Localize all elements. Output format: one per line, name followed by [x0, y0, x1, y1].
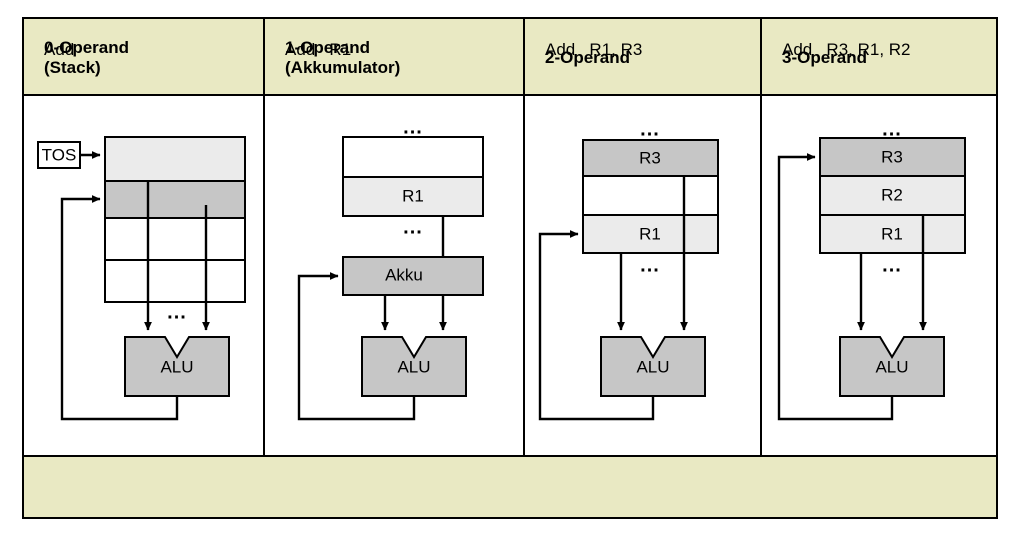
header-title-3: 3-Operand [782, 47, 868, 67]
header-title-0: 0-Operand [44, 37, 130, 57]
header-title-1: 1-Operand [285, 37, 371, 57]
instruction-text-1: Add R1 [285, 40, 352, 59]
header-title-2: 2-Operand [545, 47, 631, 67]
header-subtitle-0: (Stack) [44, 57, 101, 77]
header-subtitle-1: (Akkumulator) [285, 57, 401, 77]
column-header-0-operand: 0-Operand (Stack) [24, 19, 263, 96]
instruction-cell-3-operand: Add R3, R1, R2 [760, 19, 996, 81]
instruction-text-3: Add R3, R1, R2 [782, 40, 911, 59]
instruction-text-2: Add R1, R3 [545, 40, 643, 59]
instruction-text-0: Add [44, 40, 75, 59]
column-divider-1 [263, 96, 265, 455]
operand-comparison-table: 0-Operand (Stack) 1-Operand (Akkumulator… [22, 17, 998, 519]
instruction-cell-0-operand: Add [24, 19, 263, 81]
instruction-cell-2-operand: Add R1, R3 [523, 19, 760, 81]
column-divider-3 [760, 96, 762, 455]
header-row [24, 19, 996, 96]
column-header-1-operand: 1-Operand (Akkumulator) [263, 19, 523, 96]
column-divider-2 [523, 96, 525, 455]
instruction-row [24, 455, 996, 517]
instruction-cell-1-operand: Add R1 [263, 19, 523, 81]
